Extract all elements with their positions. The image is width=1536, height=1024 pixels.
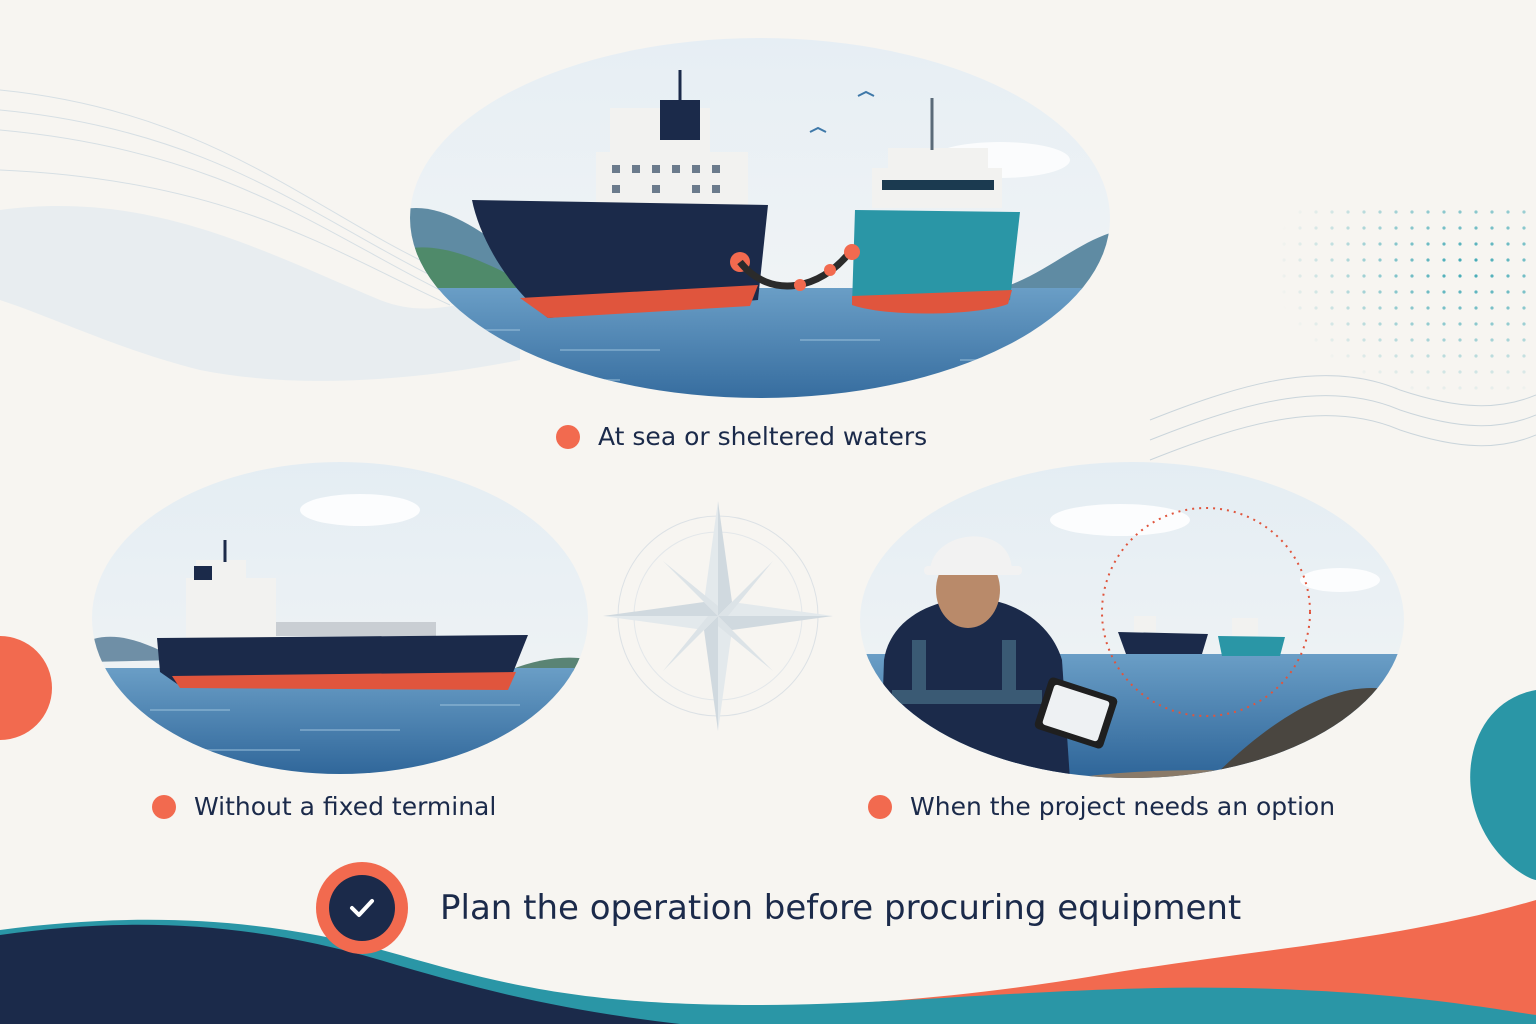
- bullet-dot: [556, 424, 580, 449]
- caption-top: At sea or sheltered waters: [556, 422, 927, 451]
- caption-right-label: When the project needs an option: [910, 792, 1336, 821]
- caption-left-label: Without a fixed terminal: [194, 792, 497, 821]
- call-to-action: Plan the operation before procuring equi…: [316, 862, 1241, 954]
- caption-left: Without a fixed terminal: [152, 792, 496, 821]
- check-icon: [350, 899, 374, 917]
- caption-top-label: At sea or sheltered waters: [598, 422, 928, 451]
- check-badge: [316, 862, 408, 954]
- bullet-dot: [868, 794, 892, 819]
- bullet-dot: [152, 794, 176, 819]
- cta-label: Plan the operation before procuring equi…: [440, 888, 1242, 928]
- caption-right: When the project needs an option: [868, 792, 1335, 821]
